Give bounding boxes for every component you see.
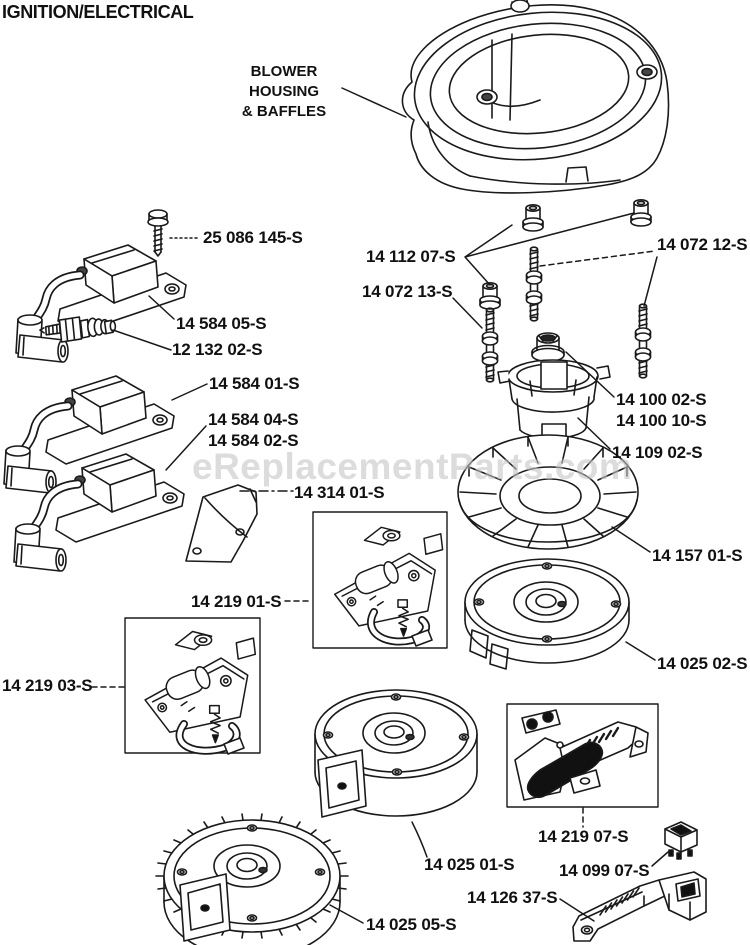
part-label-14-219-07-s: 14 219 07-S <box>538 827 629 846</box>
part-label-14-025-05-s: 14 025 05-S <box>366 915 457 934</box>
ignition-coil-1-drawing <box>16 245 186 362</box>
switch-drawing <box>664 821 698 860</box>
stator-box-01-drawing <box>312 511 448 649</box>
part-label-12-132-02-s: 12 132 02-S <box>172 340 263 359</box>
baffle-plate-drawing <box>185 484 258 563</box>
part-label-14-219-03-s: 14 219 03-S <box>2 676 93 695</box>
part-label-14-584-04-s: 14 584 04-S <box>208 410 299 429</box>
part-label-25-086-145-s: 25 086 145-S <box>203 228 303 247</box>
flange-nut-drawing <box>531 332 565 363</box>
flywheel-ring-gear-drawing <box>155 813 349 945</box>
part-label-14-025-02-s: 14 025 02-S <box>657 654 748 673</box>
blower-housing-drawing <box>401 0 670 194</box>
stator-box-03-drawing <box>124 617 261 755</box>
screw-drawing <box>147 209 169 257</box>
blower-housing-callout: BLOWER HOUSING & BAFFLES <box>241 63 327 120</box>
part-label-14-112-07-s: 14 112 07-S <box>366 247 456 266</box>
part-label-14-157-01-s: 14 157 01-S <box>652 546 743 565</box>
part-label-14-025-01-s: 14 025 01-S <box>424 855 515 874</box>
part-label-14-109-02-s: 14 109 02-S <box>612 443 703 462</box>
part-label-14-099-07-s: 14 099 07-S <box>559 861 650 880</box>
part-label-14-219-01-s: 14 219 01-S <box>191 592 282 611</box>
part-label-14-584-02-s: 14 584 02-S <box>208 431 299 450</box>
part-label-14-584-01-s: 14 584 01-S <box>209 374 300 393</box>
ignition-module-box-drawing <box>506 703 659 808</box>
part-label-14-100-02-s: 14 100 02-S <box>616 390 707 409</box>
part-label-14-584-05-s: 14 584 05-S <box>176 314 267 333</box>
fan-flywheel-drawing <box>457 434 639 550</box>
part-label-14-072-13-s: 14 072 13-S <box>362 282 453 301</box>
kill-switch-bracket-drawing <box>572 871 707 942</box>
part-label-14-100-10-s: 14 100 10-S <box>616 411 707 430</box>
leader-lines <box>91 87 669 924</box>
flywheel-02-drawing <box>464 558 630 670</box>
spark-plug-drawing <box>39 316 117 343</box>
part-label-14-314-01-s: 14 314 01-S <box>294 483 385 502</box>
diagram-title: IGNITION/ELECTRICAL <box>2 2 194 22</box>
part-label-14-072-12-s: 14 072 12-S <box>657 235 748 254</box>
flywheel-01-drawing <box>314 689 478 818</box>
part-label-14-126-37-s: 14 126 37-S <box>467 888 558 907</box>
retainer-cup-drawing <box>497 359 611 443</box>
